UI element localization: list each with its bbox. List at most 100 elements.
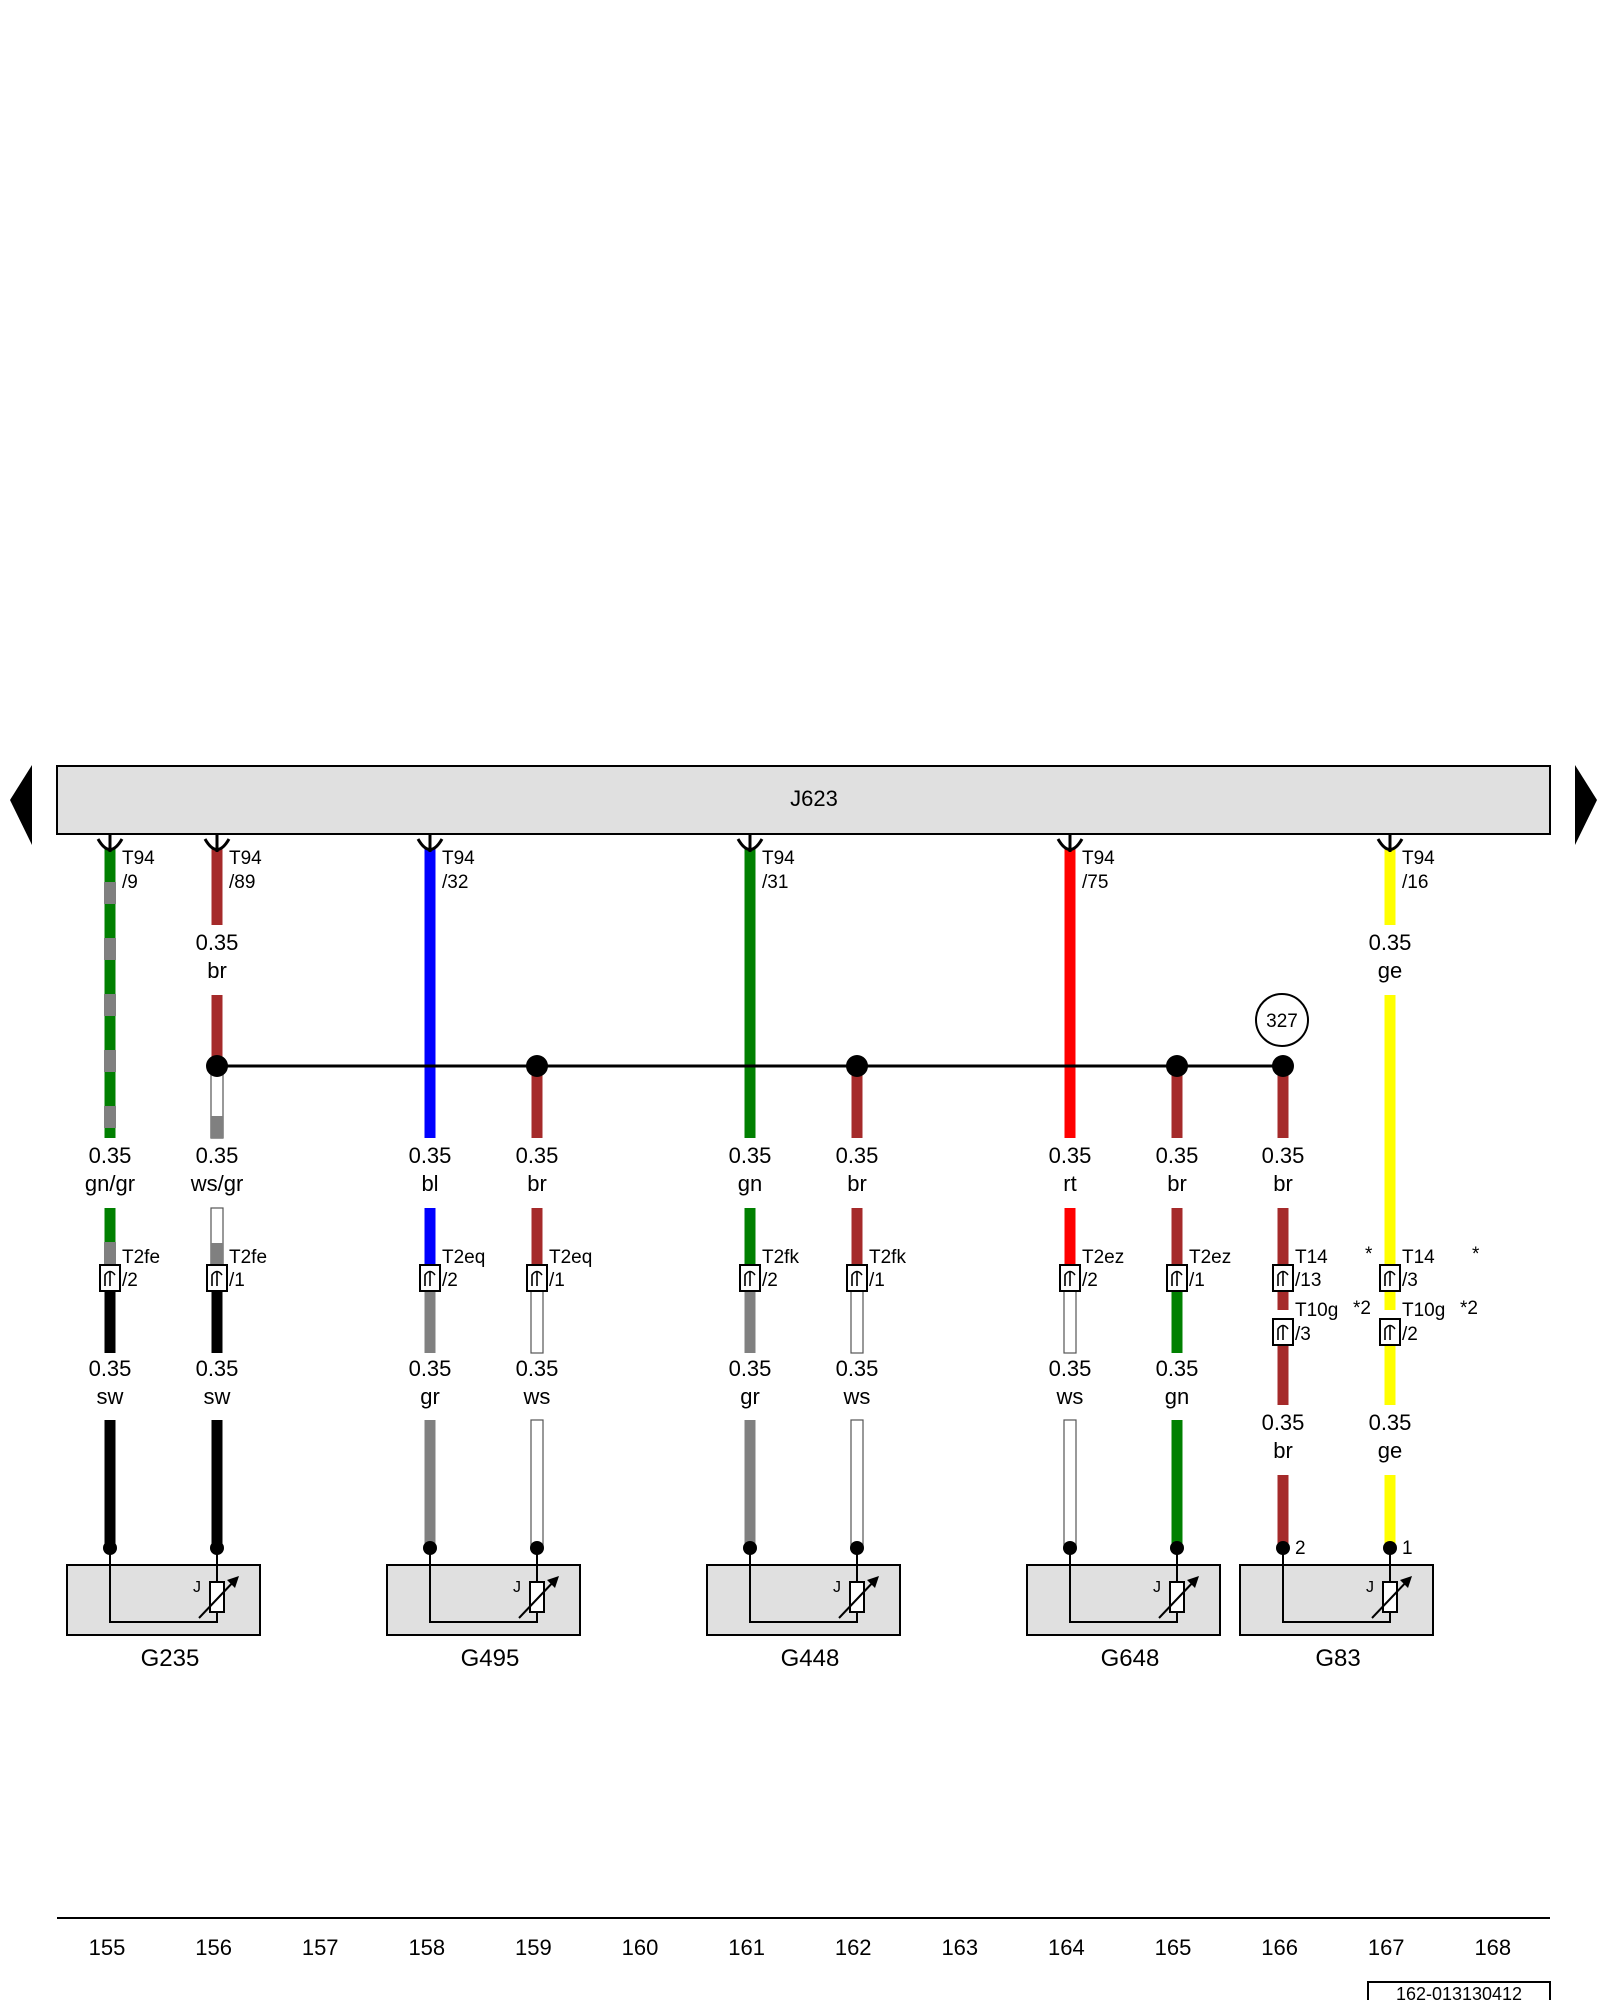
wire-color-label: ws (1056, 1384, 1084, 1409)
ruler-number: 167 (1368, 1935, 1405, 1960)
wire-color-label: ws/gr (190, 1171, 244, 1196)
sensor-box (1239, 1564, 1434, 1636)
nav-arrow-left[interactable] (10, 765, 32, 845)
junction-dot (846, 1055, 868, 1077)
sensor-box (66, 1564, 261, 1636)
ruler-number: 164 (1048, 1935, 1085, 1960)
connector-name: T10g (1295, 1300, 1338, 1321)
sensor-circuit (1069, 1548, 1178, 1623)
wire-color-label: br (847, 1171, 867, 1196)
doc-id: 162-013130412 (1396, 1984, 1522, 2000)
connector-name: T2ez (1082, 1247, 1124, 1268)
wire-color-label: bl (421, 1171, 438, 1196)
connector-pin: /3 (1402, 1270, 1418, 1291)
wire-color-label: br (1273, 1171, 1293, 1196)
wire-gn-gr-upper-stripe (104, 938, 116, 960)
wire-size-label: 0.35 (89, 1356, 132, 1381)
wire-size-label: 0.35 (729, 1356, 772, 1381)
component-label: G648 (1101, 1645, 1160, 1672)
connector-icon-symbol (1384, 1324, 1396, 1340)
variable-arrow-icon (1371, 1577, 1411, 1619)
wire-size-label: 0.35 (516, 1356, 559, 1381)
junction-dot (526, 1055, 548, 1077)
connector-pin: /2 (122, 1270, 138, 1291)
top-pin-number: /75 (1082, 872, 1108, 893)
variable-arrow-icon (838, 1577, 878, 1619)
wire-gn-gr-upper-stripe (104, 994, 116, 1016)
connector-name: T14 (1295, 1247, 1328, 1268)
connector-pin: /13 (1295, 1270, 1321, 1291)
wire-ws-lower (530, 1419, 544, 1549)
top-pin-number: /9 (122, 872, 138, 893)
sensor-box (386, 1564, 581, 1636)
wire-size-label: 0.35 (1262, 1410, 1305, 1435)
connector-pin: /1 (869, 1270, 885, 1291)
wire-size-label: 0.35 (1369, 930, 1412, 955)
connector-pin: /2 (1082, 1270, 1098, 1291)
nav-arrow-right[interactable] (1575, 765, 1597, 845)
connector-pin: /2 (1402, 1324, 1418, 1345)
connector-name: T2eq (549, 1247, 592, 1268)
wire-ws (530, 1289, 544, 1354)
top-pin-connector: T94 (762, 848, 795, 869)
connector-name: T2fe (122, 1247, 160, 1268)
variable-arrow-icon (198, 1577, 238, 1619)
ruler-number: 158 (408, 1935, 445, 1960)
wire-color-label: gr (740, 1384, 760, 1409)
wire-color-label: ge (1378, 958, 1402, 983)
wire-ws-lower (850, 1419, 864, 1549)
sensor-circuit (749, 1548, 858, 1623)
top-pin-number: /31 (762, 872, 788, 893)
connector-icon-symbol (211, 1270, 223, 1286)
arrow-head-icon (1400, 1576, 1412, 1588)
wire-color-label: br (207, 958, 227, 983)
arrow-head-icon (867, 1576, 879, 1588)
connector-note: * (1472, 1244, 1480, 1265)
wire-color-label: br (527, 1171, 547, 1196)
wire-size-label: 0.35 (1369, 1410, 1412, 1435)
top-pin-number: /89 (229, 872, 255, 893)
junction-dot (206, 1055, 228, 1077)
sensor-circuit (1282, 1548, 1391, 1623)
ground-node-circle (1255, 993, 1309, 1047)
connector-note: *2 (1353, 1298, 1371, 1319)
control-unit-block (56, 765, 1551, 835)
resistor-label: J (1153, 1579, 1161, 1596)
wire-gn-gr-upper-stripe (104, 1050, 116, 1072)
resistor-label: J (833, 1579, 841, 1596)
resistor-icon (209, 1581, 225, 1613)
wires-group (104, 848, 1396, 1549)
connector-pin: /3 (1295, 1324, 1311, 1345)
connector-pin: /1 (549, 1270, 565, 1291)
top-pin-connector: T94 (229, 848, 262, 869)
variable-arrow-icon (1158, 1577, 1198, 1619)
ground-node-label: 327 (1266, 1011, 1298, 1032)
variable-arrow-icon (518, 1577, 558, 1619)
top-pin-connector: T94 (442, 848, 475, 869)
wire-size-label: 0.35 (196, 1143, 239, 1168)
wire-size-label: 0.35 (516, 1143, 559, 1168)
connector-pin: /2 (762, 1270, 778, 1291)
connector-name: T10g (1402, 1300, 1445, 1321)
connector-icon-symbol (1384, 1270, 1396, 1286)
component-pin-label: 1 (1402, 1538, 1413, 1559)
ruler-number: 161 (728, 1935, 765, 1960)
top-pin-number: /32 (442, 872, 468, 893)
ruler-number: 168 (1474, 1935, 1511, 1960)
connector-icon-symbol (1064, 1270, 1076, 1286)
ruler-number: 155 (89, 1935, 126, 1960)
connector-icon-symbol (104, 1270, 116, 1286)
sensor-circuit (109, 1548, 218, 1623)
resistor-icon (849, 1581, 865, 1613)
top-pin-number: /16 (1402, 872, 1428, 893)
doc-id-box (1367, 1981, 1551, 2000)
connector-icon-symbol (1277, 1270, 1289, 1286)
wire-color-label: br (1167, 1171, 1187, 1196)
wire-ws (1063, 1289, 1077, 1354)
resistor-icon (1382, 1581, 1398, 1613)
wire-size-label: 0.35 (409, 1143, 452, 1168)
arrow-head-icon (1187, 1576, 1199, 1588)
connector-name: T2eq (442, 1247, 485, 1268)
